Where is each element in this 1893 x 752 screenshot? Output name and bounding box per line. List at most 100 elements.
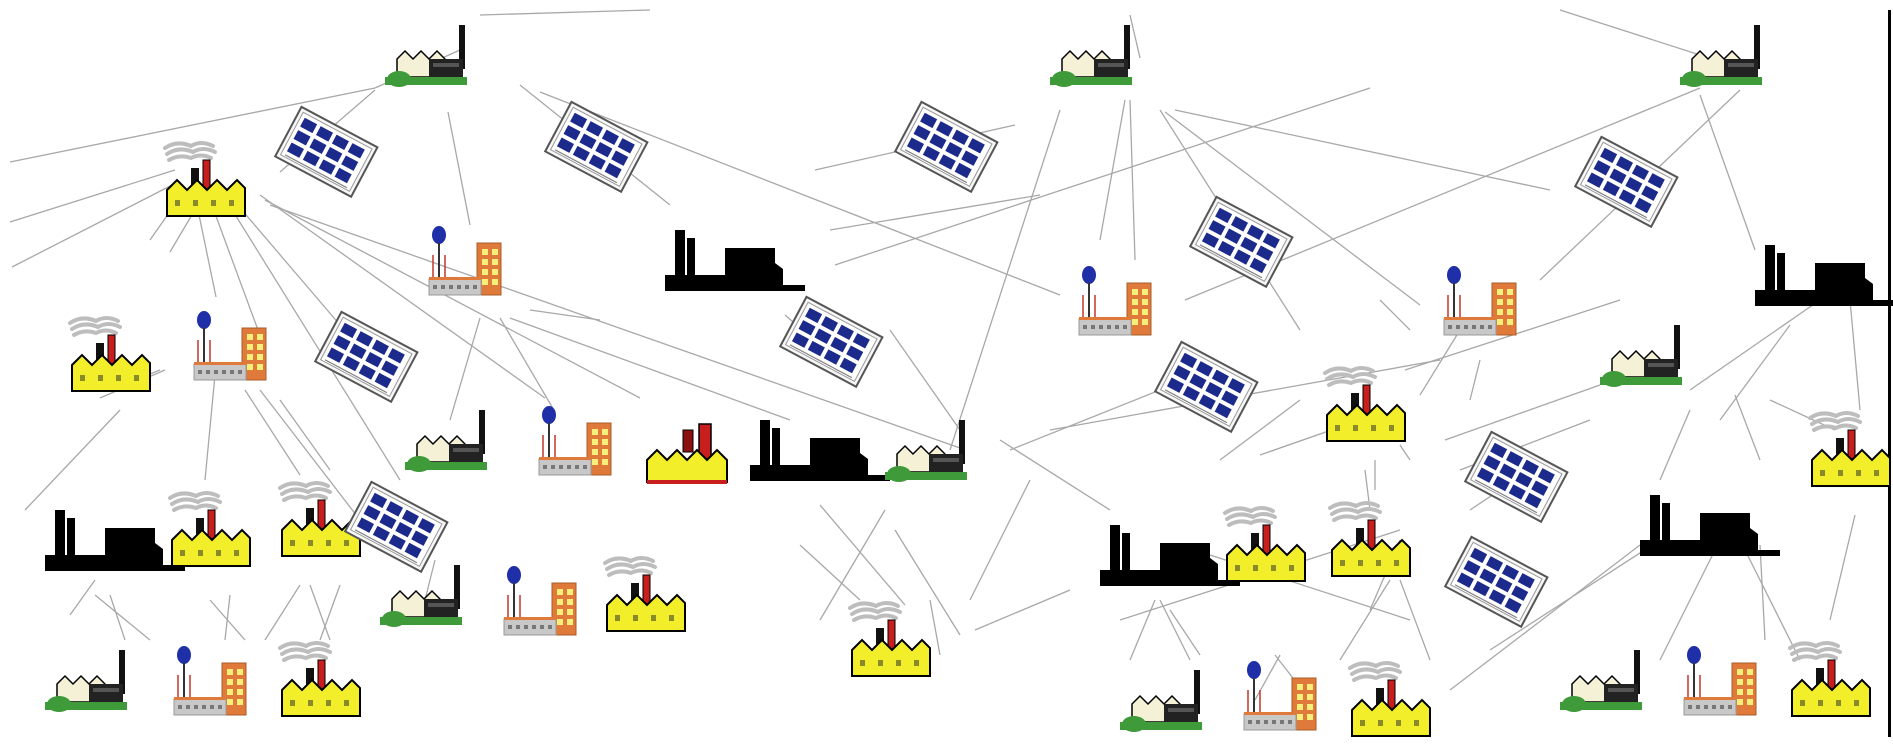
green-factory-icon [1120, 670, 1202, 732]
connection-line [499, 317, 556, 413]
connection-line [1734, 394, 1761, 461]
yellow-factory-icon [1348, 661, 1431, 737]
connection-line [479, 9, 651, 16]
connection-line [1719, 324, 1791, 421]
green-factory-icon [885, 420, 967, 482]
connection-line [1099, 99, 1126, 241]
connection-line [1339, 579, 1391, 661]
connection-line [11, 181, 179, 268]
factory-silhouette-icon [665, 230, 805, 291]
connection-line [539, 91, 1061, 296]
connection-line [889, 329, 961, 431]
newspaper-icon [273, 105, 379, 199]
connection-line [264, 584, 301, 641]
water-tower-factory-icon [1443, 266, 1517, 336]
connection-line [9, 169, 176, 223]
yellow-factory-icon [1323, 366, 1406, 442]
connection-line [1219, 399, 1301, 461]
connection-line [1254, 654, 1281, 701]
newspaper-icon [1153, 340, 1259, 434]
connection-line [447, 111, 471, 226]
green-factory-icon [1680, 25, 1762, 87]
water-tower-factory-icon [173, 646, 247, 716]
connection-line [109, 594, 126, 641]
connection-line [209, 599, 246, 641]
green-factory-icon [1050, 25, 1132, 87]
newspaper-icon [893, 100, 999, 194]
connection-line [1759, 544, 1766, 641]
connection-line [1449, 544, 1641, 691]
connection-line [1159, 599, 1191, 661]
connection-line [1444, 384, 1601, 441]
newspaper-icon [1573, 135, 1679, 229]
factory-silhouette-icon [1100, 525, 1240, 586]
connection-line [309, 584, 331, 641]
connection-line [1399, 444, 1411, 461]
connection-line [1174, 109, 1551, 191]
connection-line [24, 409, 121, 511]
connection-line [1829, 514, 1856, 621]
connection-line [449, 317, 481, 421]
connection-line [244, 389, 301, 476]
connection-line [1699, 94, 1756, 251]
connection-line [1379, 299, 1411, 331]
connection-line [1129, 14, 1141, 59]
green-factory-icon [45, 650, 127, 712]
connection-line [799, 544, 861, 601]
connection-line [834, 87, 1371, 266]
connection-line [269, 204, 961, 449]
green-factory-icon [385, 25, 467, 87]
connection-line [234, 201, 341, 326]
connection-line [1419, 329, 1461, 396]
connection-line [969, 479, 1031, 601]
connection-line [1849, 299, 1861, 411]
connection-line [894, 529, 961, 636]
water-tower-factory-icon [1078, 266, 1152, 336]
connection-line [279, 399, 331, 471]
connection-line [829, 194, 1041, 231]
connection-line [225, 199, 401, 481]
newspaper-icon [1463, 430, 1569, 524]
connection-line [319, 584, 341, 641]
connection-line [1129, 99, 1136, 261]
green-factory-icon [405, 410, 487, 472]
factory-silhouette-icon [45, 510, 185, 571]
newspaper-icon [313, 310, 419, 404]
connection-line [94, 594, 151, 641]
water-tower-factory-icon [193, 311, 267, 381]
green-factory-icon [380, 565, 462, 627]
factory-silhouette-icon [1755, 245, 1893, 306]
connection-line [1739, 539, 1801, 661]
newspaper-icon [343, 480, 449, 574]
connection-line [1399, 579, 1431, 661]
water-tower-factory-icon [503, 566, 577, 636]
factory-silhouette-icon [1640, 495, 1780, 556]
yellow-factory-icon [848, 601, 931, 677]
connection-line [509, 317, 791, 421]
connection-line [1489, 539, 1661, 651]
connection-line [1559, 9, 1701, 56]
connection-line [259, 194, 546, 399]
factory-silhouette-icon [750, 420, 890, 481]
connection-line [69, 579, 96, 616]
connection-line [1129, 599, 1156, 661]
connection-line [1659, 539, 1721, 661]
connection-line [197, 209, 217, 298]
connection-line [224, 594, 231, 641]
green-factory-icon [1600, 325, 1682, 387]
newspaper-icon [1443, 535, 1549, 629]
connection-line [819, 504, 906, 606]
connection-line [204, 374, 216, 481]
water-tower-factory-icon [538, 406, 612, 476]
connection-line [264, 199, 641, 399]
connection-line [9, 87, 376, 163]
yellow-factory-icon [1328, 501, 1411, 577]
connection-line [819, 509, 886, 621]
green-factory-icon [1560, 650, 1642, 712]
water-tower-factory-icon [428, 226, 502, 296]
connection-line [1169, 609, 1201, 656]
connection-line [1469, 359, 1481, 401]
yellow-factory-icon [1808, 411, 1891, 487]
yellow-factory-icon [163, 141, 246, 217]
